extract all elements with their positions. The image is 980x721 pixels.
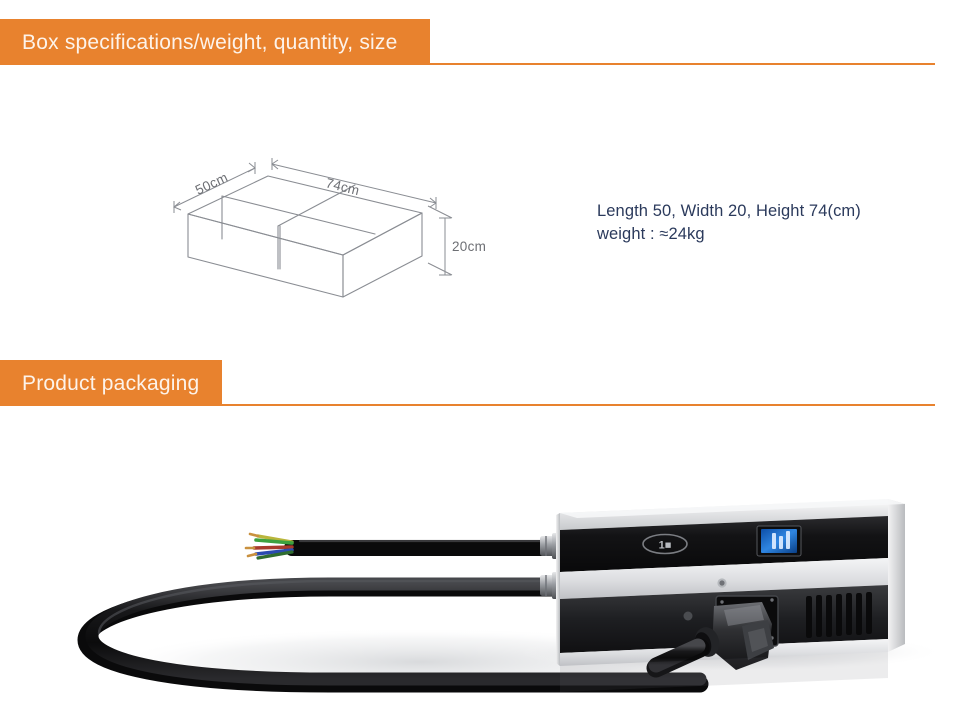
header-tab-product-packaging: Product packaging bbox=[0, 360, 222, 406]
dimension-line-width bbox=[173, 162, 256, 213]
device-reflection bbox=[560, 652, 888, 692]
device-left-endcap bbox=[556, 513, 560, 666]
box-face-top bbox=[187, 175, 423, 256]
ev-charging-gun bbox=[646, 602, 774, 678]
dimension-label-height: 20cm bbox=[452, 239, 486, 254]
brand-logo-badge: 1■ bbox=[642, 533, 688, 555]
section-title-product-packaging: Product packaging bbox=[22, 371, 200, 395]
specification-weight-line: weight : ≈24kg bbox=[597, 225, 705, 244]
dimension-line-height bbox=[427, 205, 453, 276]
dimension-label-width: 50cm bbox=[193, 170, 230, 198]
device-top-face bbox=[560, 499, 905, 518]
lcd-display[interactable] bbox=[756, 525, 802, 557]
header-underline-rule-1 bbox=[430, 63, 935, 65]
status-indicator-dot bbox=[683, 611, 693, 621]
device-upper-panel bbox=[560, 516, 888, 572]
panel-screw bbox=[717, 578, 727, 588]
box-face-front bbox=[187, 213, 344, 298]
input-cable-stripped-end bbox=[244, 532, 560, 560]
header-underline-rule-2 bbox=[222, 404, 935, 406]
carton-box-diagram: 50cm 74cm 20cm bbox=[160, 145, 500, 305]
section-header-box-specifications: Box specifications/weight, quantity, siz… bbox=[0, 19, 935, 65]
power-cable-loop bbox=[77, 577, 709, 693]
dimension-label-length: 74cm bbox=[324, 175, 361, 198]
header-tab-box-specifications: Box specifications/weight, quantity, siz… bbox=[0, 19, 430, 65]
box-face-right bbox=[342, 212, 423, 298]
stripped-wire-conductors bbox=[244, 532, 294, 560]
box-strap-top-b bbox=[277, 184, 356, 227]
product-packaging-photo: 1■ bbox=[0, 420, 980, 721]
dimension-line-length bbox=[271, 158, 437, 209]
ventilation-slots bbox=[806, 592, 872, 638]
section-header-product-packaging: Product packaging bbox=[0, 360, 935, 406]
specification-dimensions-line: Length 50, Width 20, Height 74(cm) bbox=[597, 202, 861, 220]
section-title-box-specifications: Box specifications/weight, quantity, siz… bbox=[22, 30, 398, 54]
specification-text-block: Length 50, Width 20, Height 74(cm) weigh… bbox=[597, 200, 937, 247]
device-center-band bbox=[560, 558, 888, 599]
svg-text:1■: 1■ bbox=[659, 540, 672, 552]
device-right-side bbox=[888, 499, 905, 652]
